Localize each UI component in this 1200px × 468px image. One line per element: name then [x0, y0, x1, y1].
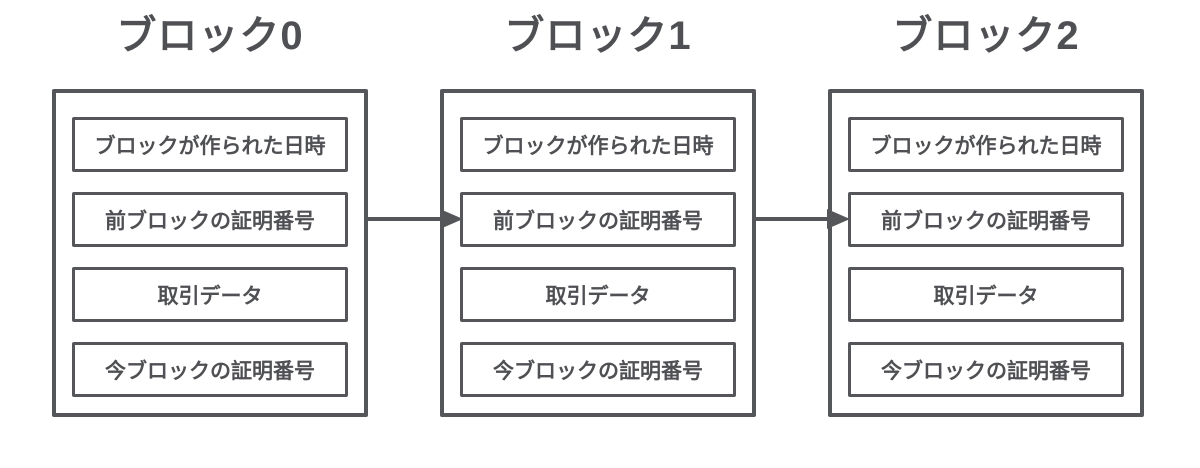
block-1-box: ブロックが作られた日時 前ブロックの証明番号 取引データ 今ブロックの証明番号: [440, 89, 756, 417]
block-1-title: ブロック1: [504, 14, 692, 58]
arrow-block0-to-block1-icon: [367, 209, 463, 229]
block-1-field-transactions: 取引データ: [460, 267, 736, 322]
block-0-box: ブロックが作られた日時 前ブロックの証明番号 取引データ 今ブロックの証明番号: [52, 89, 368, 417]
block-2-field-timestamp: ブロックが作られた日時: [848, 117, 1124, 172]
block-1-field-timestamp: ブロックが作られた日時: [460, 117, 736, 172]
block-2-box: ブロックが作られた日時 前ブロックの証明番号 取引データ 今ブロックの証明番号: [828, 89, 1144, 417]
block-2-field-current-proof: 今ブロックの証明番号: [848, 342, 1124, 397]
block-1-field-current-proof: 今ブロックの証明番号: [460, 342, 736, 397]
block-2: ブロック2 ブロックが作られた日時 前ブロックの証明番号 取引データ 今ブロック…: [828, 10, 1144, 417]
block-1-field-prev-proof: 前ブロックの証明番号: [460, 192, 736, 247]
block-0-field-transactions: 取引データ: [72, 267, 348, 322]
block-0-field-timestamp: ブロックが作られた日時: [72, 117, 348, 172]
block-0-title: ブロック0: [116, 14, 304, 58]
block-0-field-current-proof: 今ブロックの証明番号: [72, 342, 348, 397]
block-2-field-transactions: 取引データ: [848, 267, 1124, 322]
block-2-title: ブロック2: [892, 14, 1080, 58]
arrow-block1-to-block2-icon: [754, 209, 850, 229]
block-2-field-prev-proof: 前ブロックの証明番号: [848, 192, 1124, 247]
block-1: ブロック1 ブロックが作られた日時 前ブロックの証明番号 取引データ 今ブロック…: [440, 10, 756, 417]
block-0-field-prev-proof: 前ブロックの証明番号: [72, 192, 348, 247]
block-0: ブロック0 ブロックが作られた日時 前ブロックの証明番号 取引データ 今ブロック…: [52, 10, 368, 417]
